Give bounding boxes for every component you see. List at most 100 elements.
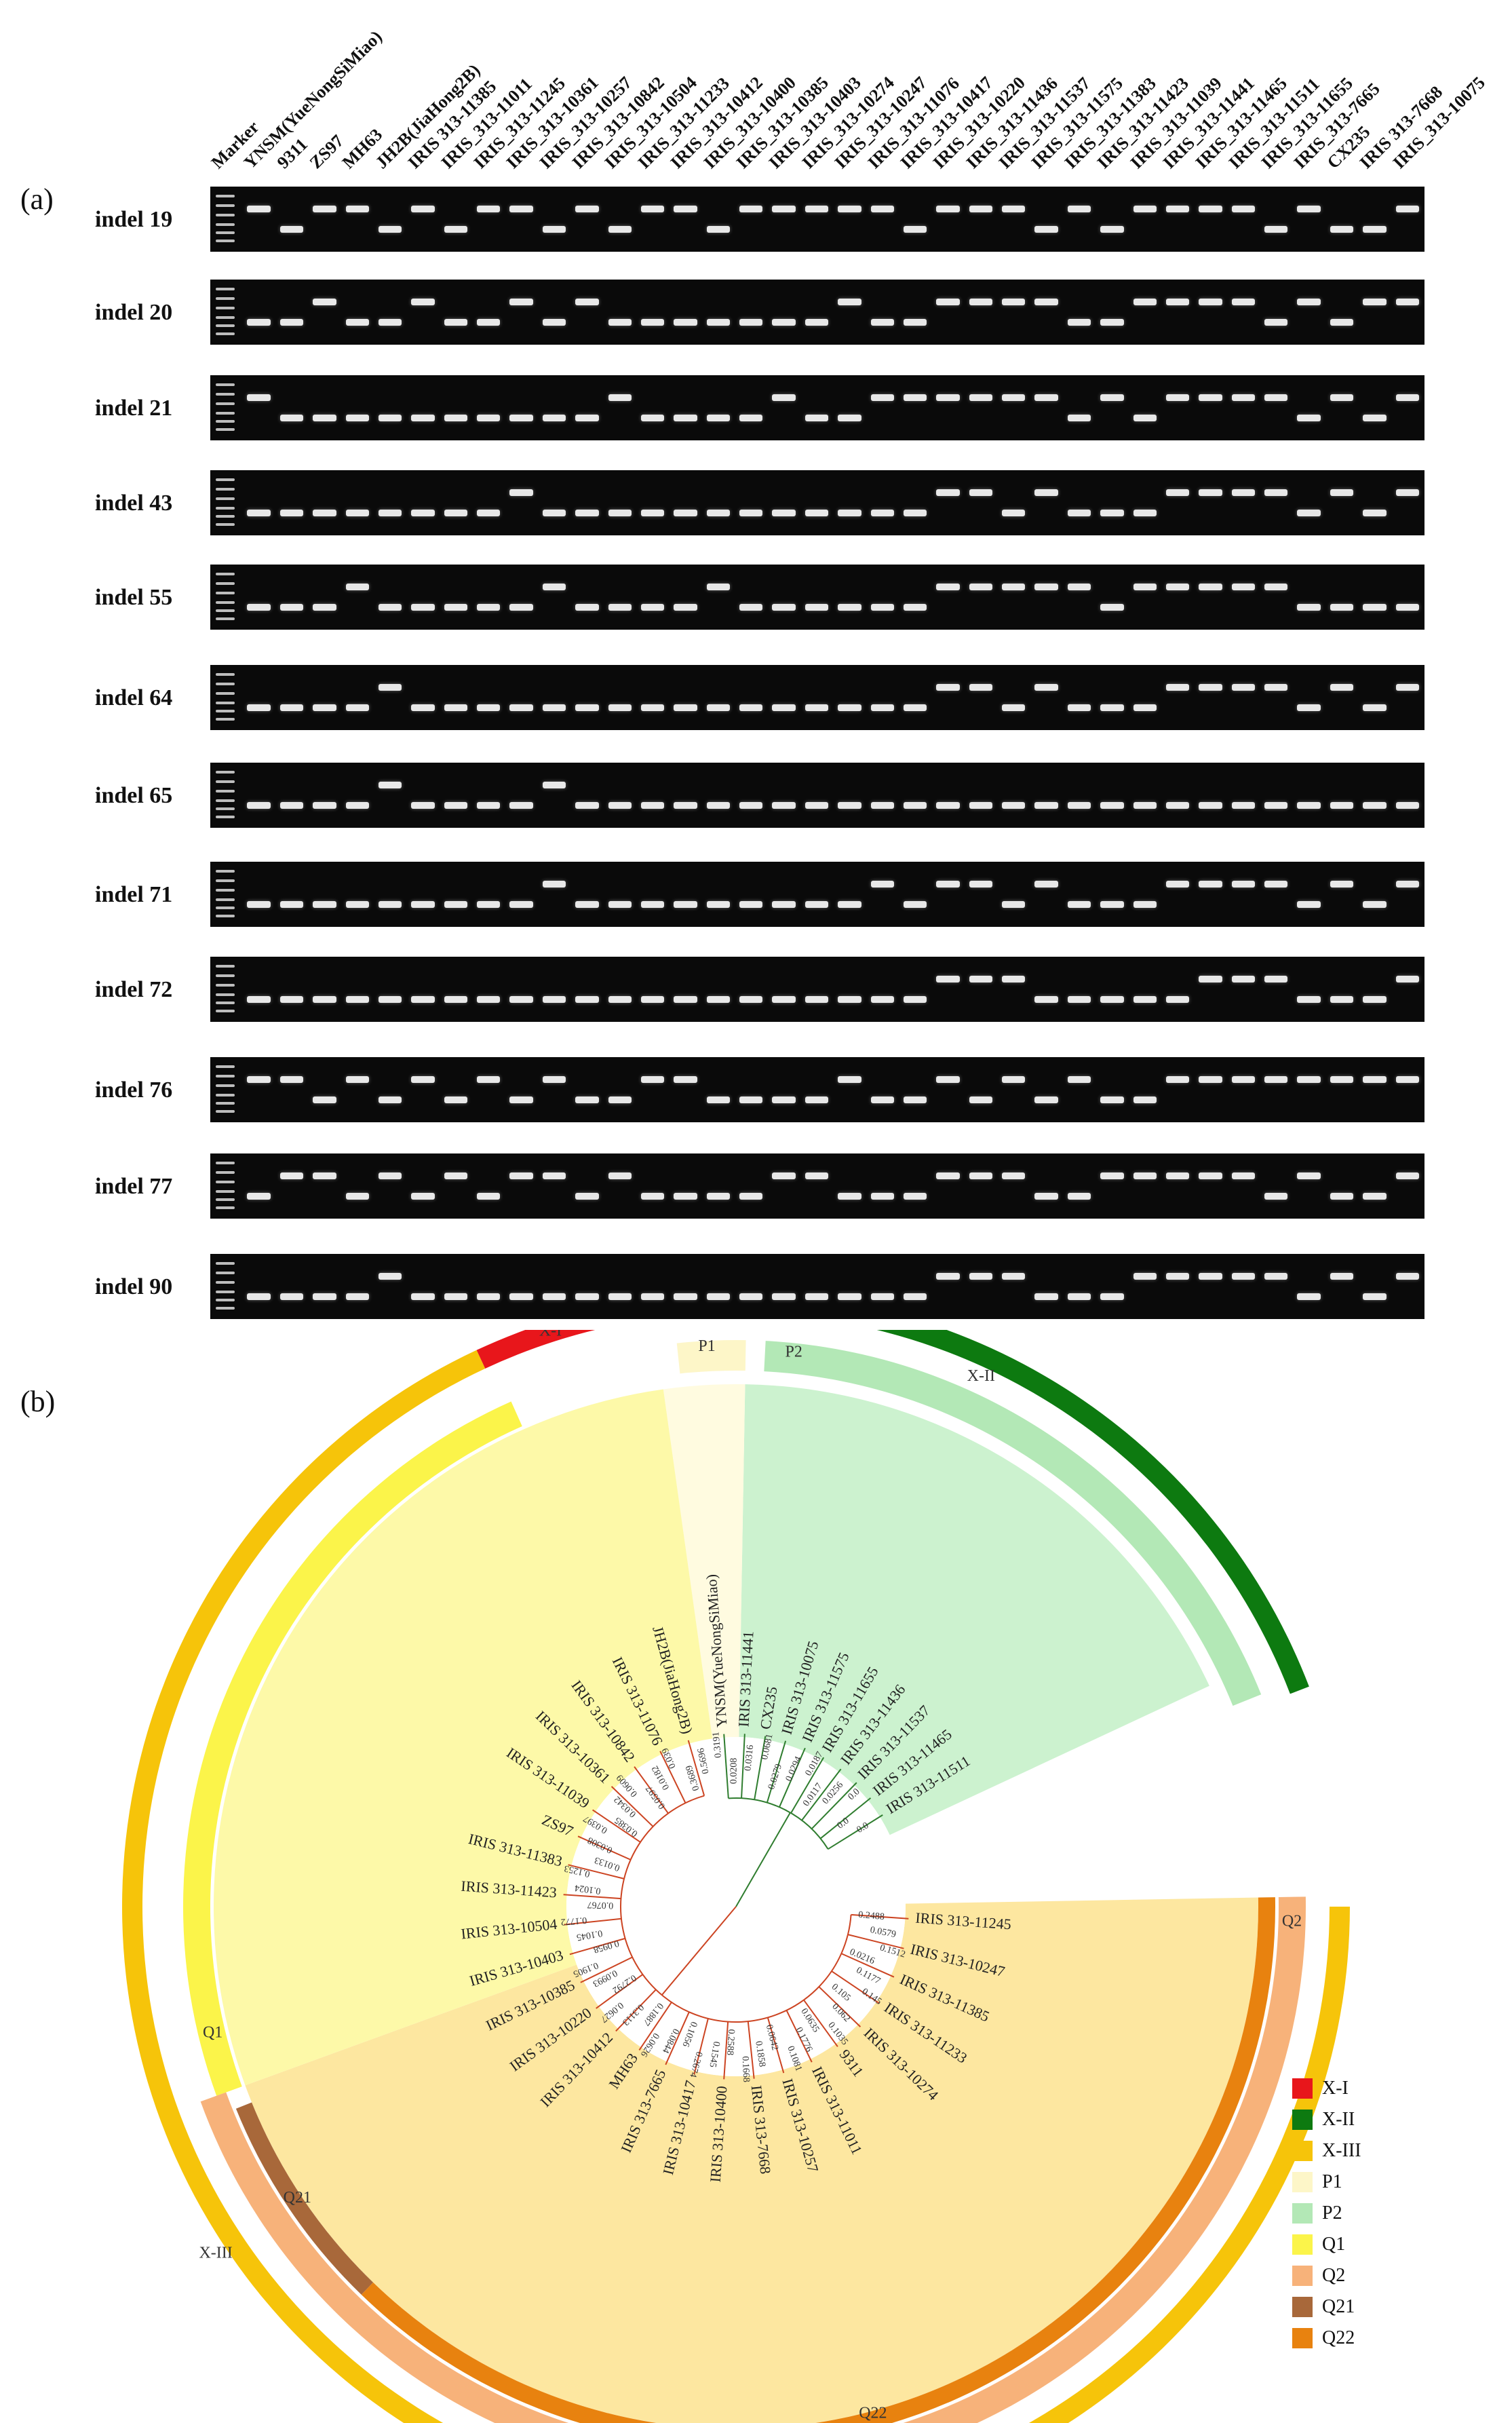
gel-band <box>378 901 402 908</box>
gel-band <box>444 1293 468 1300</box>
gel-band <box>1165 881 1190 888</box>
gel-band <box>279 415 304 421</box>
gel-band <box>279 1076 304 1083</box>
gel-band <box>1363 704 1387 711</box>
gel-band <box>279 319 304 326</box>
gel-band <box>805 319 829 326</box>
gel-band <box>1330 881 1354 888</box>
gel-band <box>1330 604 1354 611</box>
marker-ladder-band <box>216 907 235 909</box>
gel-band <box>1034 1293 1058 1300</box>
marker-ladder-band <box>216 718 235 721</box>
marker-ladder-band <box>216 1075 235 1077</box>
gel-band <box>805 206 829 212</box>
gel-band <box>608 1096 632 1103</box>
branch-value: 0.0767 <box>587 1899 614 1910</box>
gel-band <box>1100 802 1124 809</box>
gel-band <box>1395 976 1419 982</box>
gel-band <box>411 901 435 908</box>
gel-image <box>210 1153 1424 1219</box>
gel-band <box>542 319 566 326</box>
gel-band <box>509 415 533 421</box>
gel-band <box>805 1172 829 1179</box>
gel-band <box>345 415 369 421</box>
legend-label: Q1 <box>1322 2234 1346 2255</box>
gel-band <box>444 1096 468 1103</box>
marker-ladder-band <box>216 673 235 676</box>
gel-image <box>210 565 1424 630</box>
marker-ladder-band <box>216 412 235 415</box>
gel-band <box>509 1172 533 1179</box>
gel-band <box>345 704 369 711</box>
gel-band <box>706 510 731 516</box>
gel-band <box>477 1293 501 1300</box>
marker-ladder-band <box>216 316 235 319</box>
gel-band <box>1133 584 1157 590</box>
gel-band <box>1199 206 1222 212</box>
marker-ladder-band <box>216 204 235 207</box>
gel-band <box>706 901 731 908</box>
gel-band <box>772 394 796 401</box>
gel-band <box>608 996 632 1003</box>
gel-band <box>1395 394 1419 401</box>
marker-ladder-band <box>216 965 235 968</box>
q-branch <box>659 1751 686 1804</box>
gel-band <box>313 1096 336 1103</box>
gel-band <box>1100 226 1124 233</box>
gel-band <box>608 510 632 516</box>
gel-band <box>1002 1172 1026 1179</box>
marker-ladder-band <box>216 1206 235 1209</box>
gel-band <box>739 1096 763 1103</box>
gel-band <box>1231 881 1256 888</box>
gel-band <box>1165 802 1190 809</box>
legend-label: X-II <box>1322 2109 1355 2130</box>
gel-band <box>1067 996 1091 1003</box>
gel-band <box>1231 684 1256 691</box>
gel-band <box>1231 489 1256 496</box>
p-branch <box>819 1797 872 1839</box>
gel-band <box>378 510 402 516</box>
gel-band <box>1199 394 1222 401</box>
marker-ladder-band <box>216 1307 235 1310</box>
gel-band <box>313 510 336 516</box>
gel-band <box>640 1076 665 1083</box>
q-branch <box>634 1766 669 1814</box>
gel-band <box>870 319 894 326</box>
gel-band <box>805 996 829 1003</box>
gel-band <box>674 1193 697 1200</box>
gel-band <box>674 319 697 326</box>
gel-band <box>903 901 927 908</box>
gel-band <box>575 299 599 305</box>
gel-band <box>1133 510 1157 516</box>
q-branch <box>747 2021 755 2079</box>
marker-ladder-band <box>216 1110 235 1113</box>
gel-band <box>706 996 731 1003</box>
gel-band <box>608 1172 632 1179</box>
gel-band <box>706 704 731 711</box>
gel-band <box>1034 226 1058 233</box>
gel-band <box>247 206 271 212</box>
gel-band <box>674 704 697 711</box>
gel-image <box>210 957 1424 1022</box>
marker-ladder-band <box>216 609 235 612</box>
gel-band <box>1165 206 1190 212</box>
q-branch <box>638 2002 672 2050</box>
gel-band <box>903 996 927 1003</box>
gel-band <box>279 996 304 1003</box>
gel-band <box>706 584 731 590</box>
gel-band <box>706 226 731 233</box>
panel-a-label: (a) <box>20 183 54 216</box>
gel-band <box>1199 881 1222 888</box>
marker-ladder-band <box>216 497 235 500</box>
gel-band <box>1297 206 1321 212</box>
gel-band <box>1133 1172 1157 1179</box>
p-branch <box>754 1736 767 1800</box>
gel-band <box>1199 802 1222 809</box>
branch-value: 0.1858 <box>753 2040 767 2067</box>
gel-band <box>509 604 533 611</box>
marker-ladder-band <box>216 771 235 774</box>
gel-band <box>1231 394 1256 401</box>
gel-band <box>411 1076 435 1083</box>
gel-band <box>477 704 501 711</box>
